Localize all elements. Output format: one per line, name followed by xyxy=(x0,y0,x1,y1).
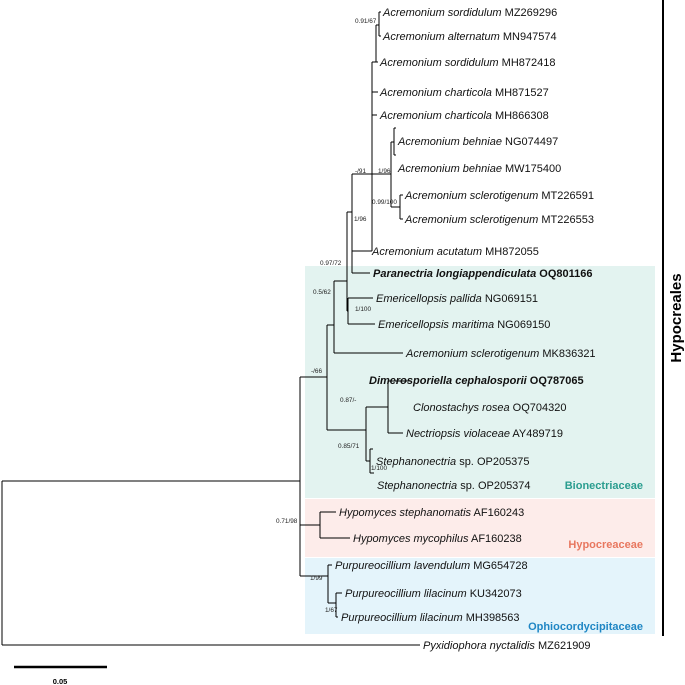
support-value: 0.85/71 xyxy=(338,443,360,450)
taxon-label: Hypomyces mycophilus AF160238 xyxy=(353,533,522,545)
taxon-label: Purpureocillium lilacinum KU342073 xyxy=(345,588,522,600)
taxon-label: Acremonium sordidulum MZ269296 xyxy=(382,7,557,19)
support-value: 1/96 xyxy=(354,216,367,223)
support-values: 0.91/67 1/96 0.99/100 -/91 1/96 0.97/72 … xyxy=(276,18,397,614)
family-label-bionectriaceae: Bionectriaceae xyxy=(565,480,643,492)
support-value: 0.99/100 xyxy=(372,199,397,206)
taxon-label: Acremonium behniae MW175400 xyxy=(397,163,561,175)
taxon-label: Acremonium sclerotigenum MT226553 xyxy=(404,214,594,226)
support-value: 0.91/67 xyxy=(355,18,377,25)
taxon-label: Purpureocillium lavendulum MG654728 xyxy=(335,560,528,572)
taxon-labels: Acremonium sordidulum MZ269296 Acremoniu… xyxy=(335,7,596,652)
taxon-label: Acremonium sclerotigenum MK836321 xyxy=(405,348,596,360)
taxon-label: Stephanonectria sp. OP205375 xyxy=(376,456,530,468)
taxon-label: Acremonium sordidulum MH872418 xyxy=(379,57,556,69)
taxon-label: Emericellopsis pallida NG069151 xyxy=(376,293,538,305)
taxon-label: Acremonium charticola MH871527 xyxy=(379,87,549,99)
taxon-label: Stephanonectria sp. OP205374 xyxy=(377,480,531,492)
family-label-ophiocordycipitaceae: Ophiocordycipitaceae xyxy=(528,621,643,633)
family-label-hypocreaceae: Hypocreaceae xyxy=(568,539,643,551)
support-value: 1/100 xyxy=(355,306,371,313)
scale-bar-label: 0.05 xyxy=(53,677,68,685)
hypocreaceae-clade-background xyxy=(305,499,655,557)
taxon-label: Emericellopsis maritima NG069150 xyxy=(378,319,550,331)
taxon-label: Acremonium behniae NG074497 xyxy=(397,136,558,148)
support-value: 0.71/98 xyxy=(276,518,298,525)
support-value: -/66 xyxy=(311,368,322,375)
support-value: 1/67 xyxy=(325,607,338,614)
support-value: 0.5/62 xyxy=(313,289,331,296)
taxon-label: Acremonium sclerotigenum MT226591 xyxy=(404,190,594,202)
taxon-label: Acremonium alternatum MN947574 xyxy=(382,31,557,43)
taxon-label: Acremonium acutatum MH872055 xyxy=(371,246,539,258)
support-value: 0.87/- xyxy=(340,397,356,404)
taxon-label: Pyxidiophora nyctalidis MZ621909 xyxy=(423,640,591,652)
tree-branches xyxy=(1,11,420,646)
taxon-label-highlighted: Dimerosporiella cephalosporii OQ787065 xyxy=(369,375,584,387)
support-value: 1/96 xyxy=(378,168,391,175)
taxon-label: Purpureocillium lilacinum MH398563 xyxy=(341,612,520,624)
ophiocordycipitaceae-clade-background xyxy=(305,558,655,634)
support-value: 1/99 xyxy=(310,575,323,582)
bionectriaceae-clade-background xyxy=(305,266,655,498)
taxon-label: Clonostachys rosea OQ704320 xyxy=(413,402,567,414)
support-value: 1/100 xyxy=(371,465,387,472)
support-value: -/91 xyxy=(355,168,366,175)
taxon-label: Nectriopsis violaceae AY489719 xyxy=(406,428,563,440)
taxon-label: Hypomyces stephanomatis AF160243 xyxy=(339,507,524,519)
taxon-label-highlighted: Paranectria longiappendiculata OQ801166 xyxy=(373,268,593,280)
taxon-label: Acremonium charticola MH866308 xyxy=(379,110,549,122)
order-label: Hypocreales xyxy=(668,273,685,362)
support-value: 0.97/72 xyxy=(320,260,342,267)
